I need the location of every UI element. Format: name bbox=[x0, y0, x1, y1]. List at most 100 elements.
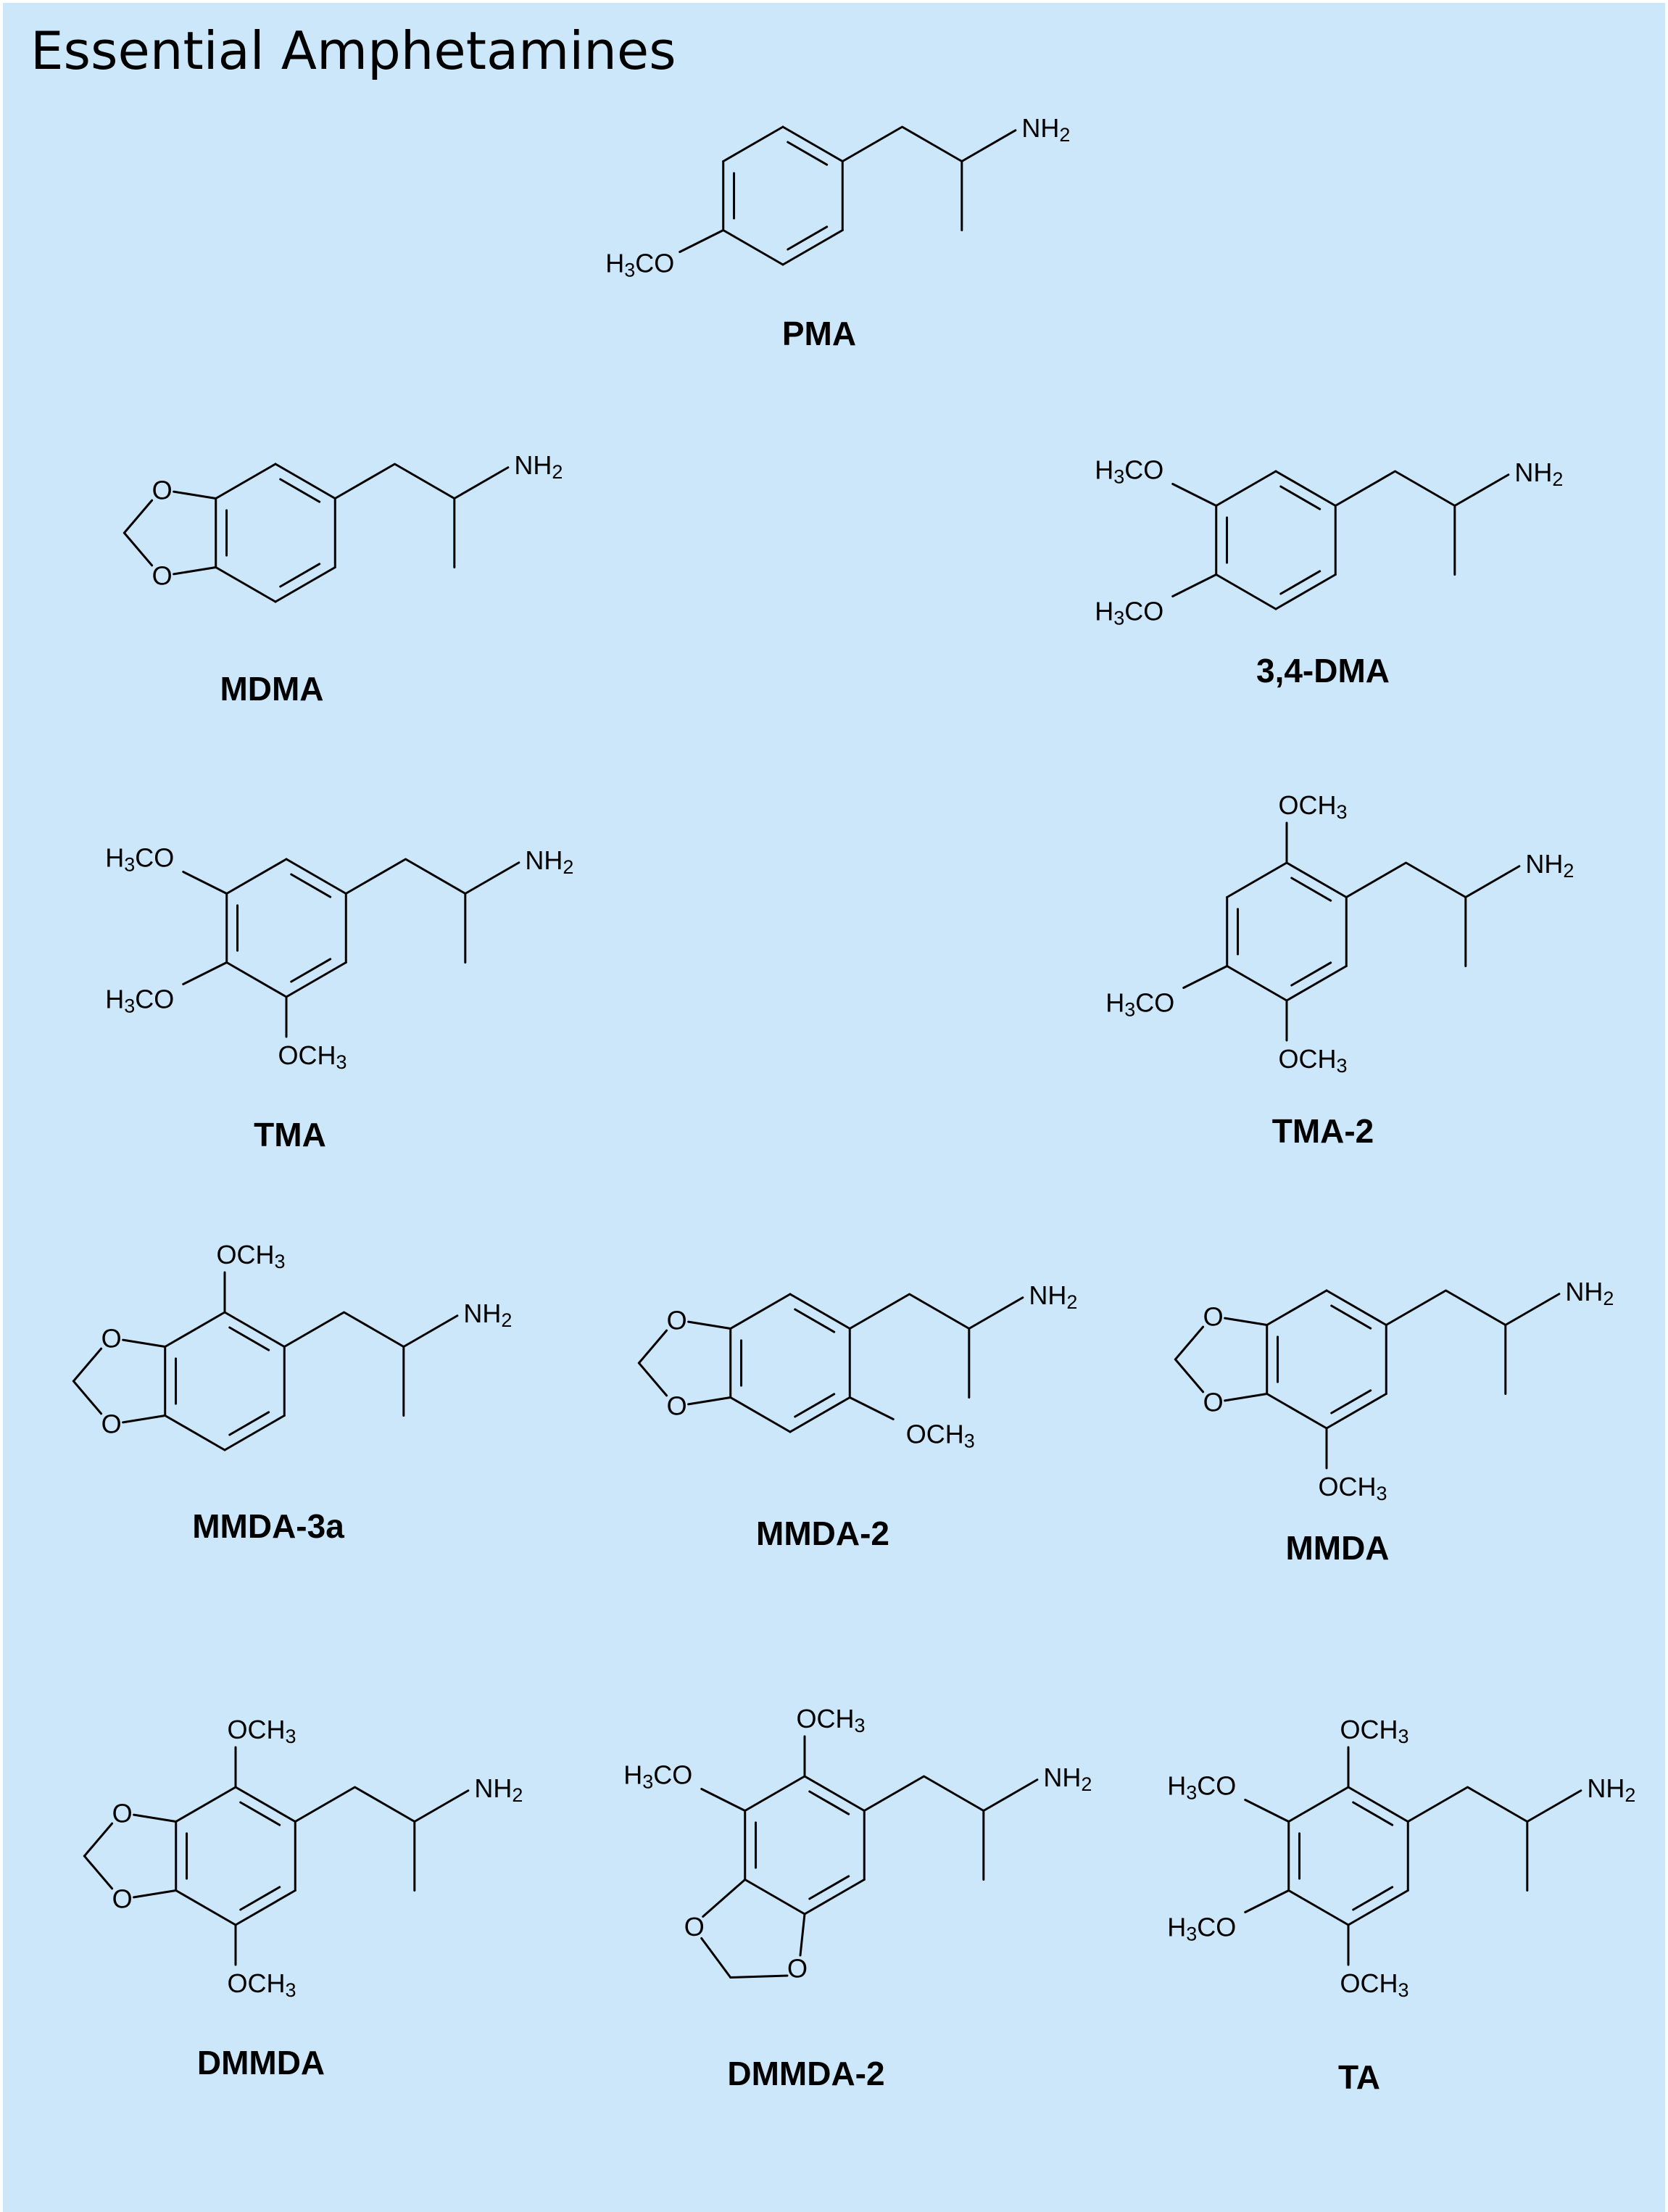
subscript: 3 bbox=[336, 1051, 347, 1073]
compound-name: DMMDA-2 bbox=[727, 2055, 884, 2092]
subscript: 2 bbox=[1059, 124, 1070, 146]
label-part: CO bbox=[635, 248, 674, 278]
oxygen-label: O bbox=[1203, 1302, 1224, 1332]
bond-line bbox=[794, 1393, 836, 1418]
bond-line bbox=[1174, 1325, 1205, 1361]
label-part: NH bbox=[525, 845, 563, 874]
bond-line bbox=[789, 1396, 851, 1433]
bond-chain bbox=[1334, 470, 1456, 507]
methoxy-label: H3CO bbox=[623, 1760, 692, 1793]
bond-line bbox=[290, 958, 332, 983]
bond-chain bbox=[848, 1293, 971, 1330]
oxygen-label: O bbox=[1203, 1387, 1224, 1417]
oxygen-label: O bbox=[152, 476, 173, 505]
subscript: 3 bbox=[1336, 801, 1347, 823]
bond-line bbox=[239, 1801, 281, 1826]
subscript: 2 bbox=[552, 461, 563, 483]
label-part: NH bbox=[1514, 457, 1552, 486]
bond-line bbox=[122, 1338, 167, 1348]
methoxy-label: H3CO bbox=[1167, 1770, 1236, 1804]
bond-line bbox=[215, 566, 277, 603]
oxygen-label: O bbox=[112, 1799, 133, 1828]
bond-line bbox=[968, 1296, 1024, 1330]
bond-line bbox=[72, 1380, 103, 1415]
methoxy-label: H3CO bbox=[1095, 596, 1163, 629]
subscript: 3 bbox=[124, 995, 135, 1017]
subscript: 3 bbox=[1398, 1979, 1408, 2001]
label-part: NH bbox=[1565, 1276, 1603, 1306]
bond-line bbox=[1279, 485, 1321, 510]
bond-line bbox=[223, 1414, 286, 1451]
oxygen-label: O bbox=[112, 1884, 133, 1913]
bond-line bbox=[228, 1411, 270, 1436]
compound-name: MMDA-3a bbox=[192, 1507, 344, 1545]
bond-line bbox=[122, 1414, 167, 1424]
label-part: NH bbox=[463, 1298, 501, 1327]
bond-line bbox=[1266, 1289, 1328, 1326]
bond-line bbox=[413, 1789, 470, 1823]
label-part: NH bbox=[1029, 1280, 1066, 1309]
label-part: OCH bbox=[1340, 1968, 1398, 1998]
label-part: CO bbox=[1124, 596, 1163, 626]
nh2-label: NH2 bbox=[1029, 1280, 1077, 1313]
bond-line bbox=[637, 1329, 668, 1364]
bond-line bbox=[803, 1878, 866, 1915]
label-part: H bbox=[1167, 1770, 1186, 1800]
bond-line bbox=[700, 1788, 747, 1812]
compound-name: MDMA bbox=[220, 670, 323, 708]
methoxy-label: H3CO bbox=[605, 248, 674, 281]
label-part: CO bbox=[135, 984, 174, 1014]
subscript: 3 bbox=[854, 1715, 865, 1736]
bond-chain bbox=[1345, 861, 1467, 898]
label-part: NH bbox=[474, 1773, 512, 1802]
subscript: 3 bbox=[1186, 1923, 1197, 1945]
oxygen-label: O bbox=[787, 1954, 808, 1984]
label-part: H bbox=[1095, 596, 1113, 626]
bond-line bbox=[234, 1889, 296, 1926]
bond-line bbox=[285, 858, 347, 895]
bond-line bbox=[729, 1293, 792, 1330]
oxygen-label: O bbox=[667, 1391, 687, 1420]
bond-line bbox=[1330, 1389, 1372, 1414]
bond-chain bbox=[841, 125, 963, 162]
subscript: 2 bbox=[1603, 1288, 1614, 1309]
label-part: NH bbox=[514, 450, 552, 479]
bond-line bbox=[729, 1396, 792, 1433]
bond-line bbox=[1330, 1304, 1372, 1330]
bond-line bbox=[239, 1886, 281, 1911]
oxygen-label: O bbox=[152, 560, 173, 590]
methoxy-label: H3CO bbox=[1167, 1912, 1236, 1945]
bond-chain bbox=[294, 1786, 416, 1823]
label-part: NH bbox=[1021, 112, 1059, 142]
label-part: OCH bbox=[1278, 790, 1336, 820]
bond-line bbox=[1244, 1799, 1290, 1823]
nh2-label: NH2 bbox=[474, 1773, 523, 1806]
bond-line bbox=[1274, 573, 1337, 610]
methoxy-label: OCH3 bbox=[227, 1715, 296, 1748]
oxygen-label: O bbox=[667, 1306, 687, 1335]
bond-line bbox=[175, 1786, 237, 1823]
label-part: CO bbox=[1135, 987, 1174, 1017]
bond-line bbox=[787, 141, 829, 166]
bond-line bbox=[285, 961, 347, 998]
nh2-label: NH2 bbox=[1587, 1773, 1635, 1806]
subscript: 3 bbox=[285, 1979, 296, 2001]
bond-line bbox=[1279, 570, 1321, 595]
bond-line bbox=[799, 1913, 806, 1957]
subscript: 3 bbox=[642, 1771, 653, 1793]
subscript: 3 bbox=[124, 854, 135, 876]
bond-line bbox=[1290, 961, 1332, 987]
label-part: H bbox=[1095, 455, 1113, 484]
bond-line bbox=[960, 129, 1017, 162]
label-part: H bbox=[1167, 1912, 1186, 1942]
bond-line bbox=[794, 1308, 836, 1333]
bond-line bbox=[123, 499, 154, 534]
bond-chain bbox=[283, 1311, 405, 1348]
